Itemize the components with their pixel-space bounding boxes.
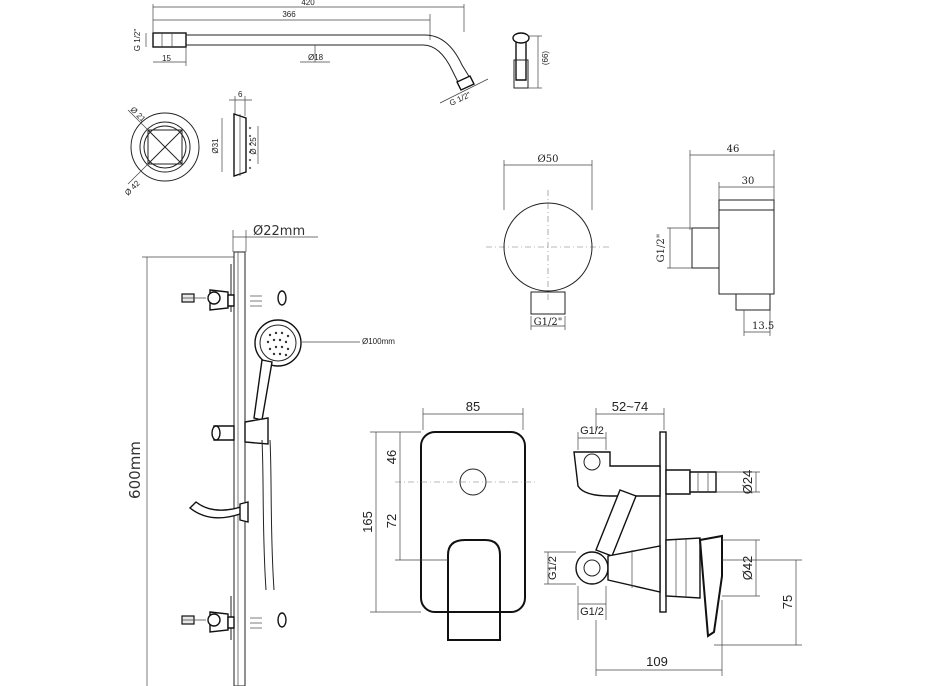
flange-width-dimension: 6	[238, 90, 243, 99]
elbow-thread-label: G1/2"	[534, 317, 563, 328]
shower-arm-drawing: 420 366 G 1/2" 15 Ø18 G 1/2"	[133, 0, 489, 108]
elbow-depth-dimension: 46	[727, 144, 740, 155]
slide-rail-drawing: Ø22mm 600mm Ø100mm	[126, 224, 395, 686]
flange-side-diameter-25: Ø 25	[249, 137, 258, 155]
elbow-outlet-dimension: 13.5	[752, 321, 774, 332]
flange-outer-diameter: Ø 42	[123, 178, 142, 197]
mixer-d24-dimension: Ø24	[740, 470, 755, 495]
mixer-front-drawing: 85 165 46 72	[360, 399, 535, 641]
mixer-side-drawing: 52~74 G1/2 Ø24 Ø42	[544, 399, 802, 676]
rail-diameter-dimension: Ø22mm	[253, 224, 305, 239]
rail-length-dimension: 600mm	[126, 441, 144, 499]
mixer-middle-dimension: 72	[384, 514, 399, 528]
mixer-bottom-thread-label: G1/2	[580, 606, 604, 618]
flange-inner-diameter: Ø 21	[129, 105, 148, 124]
arm-length-dimension: 366	[282, 10, 296, 19]
mixer-top-dimension: 46	[384, 450, 399, 464]
spout-drawing: (66)	[512, 32, 550, 89]
arm-total-dimension: 420	[301, 0, 315, 7]
elbow-side-thread-label: G1/2"	[656, 234, 667, 263]
arm-thread-left-label: G 1/2"	[133, 29, 142, 52]
mixer-h75-dimension: 75	[780, 595, 795, 609]
flange-drawing: Ø 21 Ø 42	[123, 105, 200, 197]
arm-stub-dimension: 15	[162, 54, 171, 63]
wall-elbow-side-drawing: 46 30 G1/2" 13.5	[656, 144, 775, 336]
elbow-body-dimension: 30	[742, 176, 755, 187]
arm-pipe-diameter: Ø18	[308, 53, 324, 62]
mixer-width-dimension: 85	[466, 399, 480, 414]
wall-elbow-front-drawing: Ø50 G1/2"	[486, 154, 612, 330]
mixer-left-thread-label: G1/2	[547, 556, 559, 580]
mixer-top-thread-label: G1/2	[580, 425, 604, 437]
spout-height-dimension: (66)	[541, 51, 550, 66]
flange-side-drawing: 6 Ø31 Ø 25	[211, 90, 259, 177]
flange-side-diameter-31: Ø31	[211, 138, 220, 154]
mixer-depth-dimension: 109	[646, 654, 668, 669]
mixer-depth-range-dimension: 52~74	[612, 399, 649, 414]
hand-shower-diameter: Ø100mm	[362, 337, 395, 346]
mixer-height-dimension: 165	[360, 511, 375, 533]
mixer-d42-dimension: Ø42	[740, 556, 755, 581]
elbow-diameter-dimension: Ø50	[538, 154, 559, 165]
